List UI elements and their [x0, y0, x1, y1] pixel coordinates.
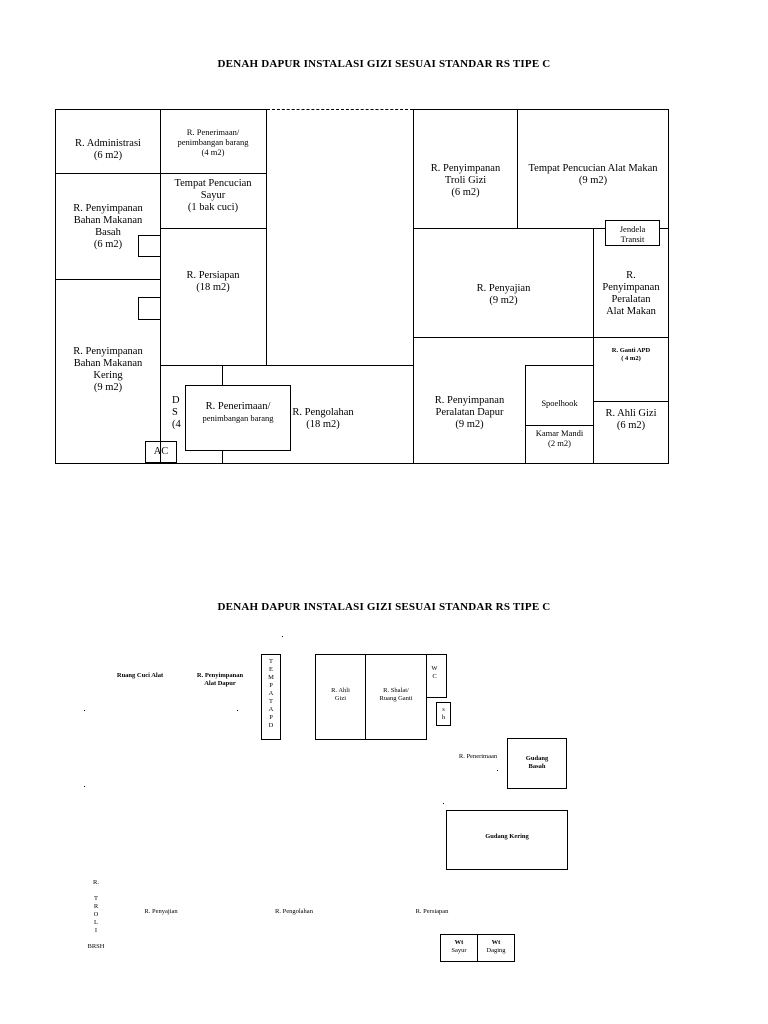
wall [525, 365, 526, 463]
label-penerimaan-2: R. Penerimaan [458, 753, 498, 760]
wall [160, 228, 266, 229]
label-penyajian-2: R. Penyajian [144, 908, 178, 915]
room-administrasi: R. Administrasi(6 m2) [75, 138, 141, 161]
wall [55, 173, 267, 174]
wall [517, 109, 518, 229]
dot-mark [84, 786, 85, 787]
wall [55, 109, 56, 463]
wall [525, 365, 593, 366]
label-pengolahan-2: R. Pengolahan [275, 908, 313, 915]
ac-box: AC [145, 441, 177, 463]
wall [55, 279, 160, 280]
wall [593, 401, 669, 402]
door [138, 235, 161, 257]
wall [525, 425, 593, 426]
dot-mark [497, 770, 498, 771]
room-penerimaan-overlay: R. Penerimaan/penimbangan barang [185, 385, 291, 451]
wall [413, 228, 669, 229]
wall [55, 463, 669, 464]
room-penerimaan-top: R. Penerimaan/penimbangan barang(4 m2) [177, 127, 249, 157]
wall [413, 109, 414, 463]
wall [413, 109, 669, 110]
dashed-wall [267, 109, 413, 110]
wall [668, 109, 669, 463]
gudang-kering: Gudang Kering [446, 810, 568, 870]
plan1-title: DENAH DAPUR INSTALASI GIZI SESUAI STANDA… [217, 58, 551, 70]
room-pencucian-alat: Tempat Pencucian Alat Makan(9 m2) [528, 163, 658, 186]
wall [593, 228, 594, 463]
wall [160, 365, 413, 366]
room-ahli-gizi: R. Ahli Gizi(6 m2) [605, 408, 657, 431]
door [138, 297, 161, 320]
room-penyajian: R. Penyajian(9 m2) [476, 283, 531, 306]
spoelhook: Spoelhook [541, 398, 578, 408]
label-persiapan-2: R. Persiapan [415, 908, 449, 915]
dot-mark [443, 803, 444, 804]
room-ganti-apd: R. Ganti APD( 4 m2) [611, 347, 651, 362]
room-persiapan: R. Persiapan(18 m2) [186, 270, 240, 293]
room-shalat: R. Shalat/Ruang Ganti [365, 654, 427, 740]
wall [593, 337, 669, 338]
wall [266, 109, 267, 366]
dot-mark [237, 710, 238, 711]
room-kamar-mandi: Kamar Mandi(2 m2) [535, 428, 584, 448]
dot-mark [84, 710, 85, 711]
wall [160, 109, 161, 463]
wall [413, 337, 593, 338]
room-pengolahan: R. Pengolahan(18 m2) [292, 407, 354, 430]
wall [55, 109, 267, 110]
label-ruang-cuci-alat: Ruang Cuci Alat [116, 672, 164, 679]
plan2-title: DENAH DAPUR INSTALASI GIZI SESUAI STANDA… [217, 601, 551, 613]
dot-mark [282, 636, 283, 637]
